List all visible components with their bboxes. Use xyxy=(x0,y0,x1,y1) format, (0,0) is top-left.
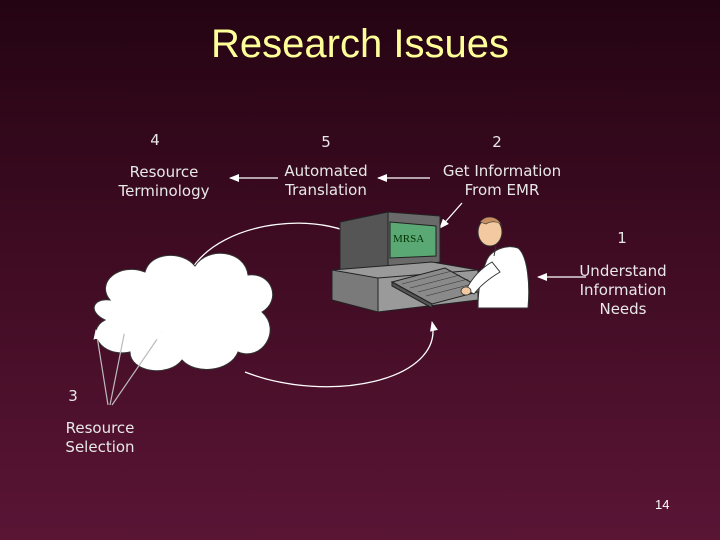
curve-cloud-to-computer xyxy=(244,321,438,388)
step-2-label-line1: Get Information xyxy=(442,162,562,180)
step-1-label-line2: Information xyxy=(579,281,667,299)
slide-title: Research Issues xyxy=(211,22,509,66)
step-3-label-line2: Selection xyxy=(65,438,135,456)
arrow-emr-to-computer xyxy=(439,202,463,229)
computer-icon xyxy=(331,211,487,313)
step-5-label-line2: Translation xyxy=(285,181,367,199)
selection-arrows xyxy=(93,324,163,406)
step-2-label-line2: From EMR xyxy=(464,181,540,199)
monitor-text: MRSA xyxy=(393,233,425,245)
step-3-label: Resource Selection xyxy=(50,419,150,457)
step-1-label: Understand Information Needs xyxy=(566,262,680,319)
step-3-label-line1: Resource xyxy=(65,419,135,437)
step-5-label: Automated Translation xyxy=(266,162,386,200)
step-1-label-line3: Needs xyxy=(599,300,647,318)
step-5-number: 5 xyxy=(321,133,331,151)
doctor-icon xyxy=(460,216,530,309)
step-5-label-line1: Automated xyxy=(284,162,368,180)
step-4-label: Resource Terminology xyxy=(100,163,228,201)
step-2-label: Get Information From EMR xyxy=(432,162,572,200)
step-4-number: 4 xyxy=(150,131,160,149)
cloud-icon xyxy=(93,252,274,372)
step-4-label-line2: Terminology xyxy=(118,182,210,200)
step-2-number: 2 xyxy=(492,133,502,151)
step-4-label-line1: Resource xyxy=(129,163,199,181)
step-3-number: 3 xyxy=(68,387,78,405)
slide-number: 14 xyxy=(655,497,670,512)
step-1-number: 1 xyxy=(617,229,627,247)
step-1-label-line1: Understand xyxy=(579,262,667,280)
